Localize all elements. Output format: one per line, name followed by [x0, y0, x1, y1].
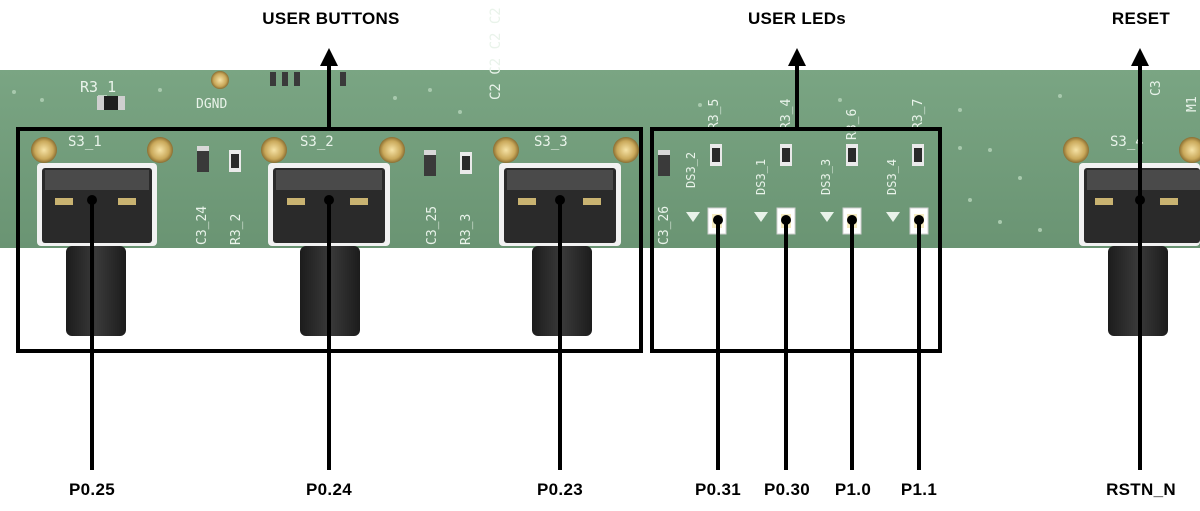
label-user-leds: USER LEDs	[747, 9, 847, 28]
silk-c3-25: C3_25	[425, 206, 440, 245]
silk-r3-4: R3_4	[779, 99, 794, 130]
silk-r3-3: R3_3	[459, 214, 474, 245]
silk-ds3-1: DS3_1	[754, 159, 768, 195]
silk-ds3-4: DS3_4	[885, 159, 899, 195]
pin-label-p025: P0.25	[69, 480, 115, 499]
callout-dot-p11	[914, 215, 924, 225]
svg-text:S3_1: S3_1	[68, 134, 102, 150]
pin-label-p024: P0.24	[306, 480, 352, 499]
silk-r3-5: R3_5	[707, 99, 722, 130]
button-s3-4: S3_4	[1063, 134, 1200, 336]
top-smd-components	[270, 72, 346, 86]
pin-callouts	[87, 195, 1145, 470]
callout-dot-p030	[781, 215, 791, 225]
silk-dgnd: DGND	[196, 97, 227, 112]
silk-ds3-2: DS3_2	[684, 152, 698, 188]
label-reset: RESET	[1111, 9, 1171, 28]
group-arrows	[320, 48, 1149, 200]
button-s3-1: S3_1	[31, 134, 173, 336]
silk-ds3-3: DS3_3	[819, 159, 833, 195]
callout-dot-p031	[713, 215, 723, 225]
passive-components	[197, 146, 670, 176]
callout-dot-p10	[847, 215, 857, 225]
dgnd-pad	[211, 71, 229, 89]
silk-r3-6: R3_6	[845, 109, 860, 140]
silk-c3-26: C3_26	[657, 206, 672, 245]
callout-dot-rstn	[1135, 195, 1145, 205]
silk-c3-24: C3_24	[195, 206, 210, 245]
silk-c2-group: C2 C2 C2 C2 C2 C2 R2 C2 R2	[488, 0, 504, 100]
silk-r3-1: R3_1	[80, 78, 116, 96]
callout-dot-p025	[87, 195, 97, 205]
svg-text:S3_2: S3_2	[300, 134, 334, 150]
pin-label-rstn: RSTN_N	[1106, 480, 1176, 499]
silk-r3-7: R3_7	[911, 99, 926, 130]
button-s3-3: S3_3	[493, 134, 639, 336]
silk-m1-right: M1	[1185, 96, 1200, 112]
svg-text:S3_3: S3_3	[534, 134, 568, 150]
pin-label-p030: P0.30	[764, 480, 810, 499]
pin-label-p023: P0.23	[537, 480, 583, 499]
pin-label-p031: P0.31	[695, 480, 741, 499]
label-user-buttons: USER BUTTONS	[262, 9, 400, 28]
svg-text:S3_4: S3_4	[1110, 134, 1144, 150]
silk-c3-right: C3	[1149, 80, 1164, 96]
pin-label-p10: P1.0	[834, 480, 872, 499]
silk-r3-2: R3_2	[229, 214, 244, 245]
button-s3-2: S3_2	[261, 134, 405, 336]
led-resistors	[710, 144, 924, 166]
callout-dot-p023	[555, 195, 565, 205]
callout-dot-p024	[324, 195, 334, 205]
pin-label-p11: P1.1	[900, 480, 938, 499]
